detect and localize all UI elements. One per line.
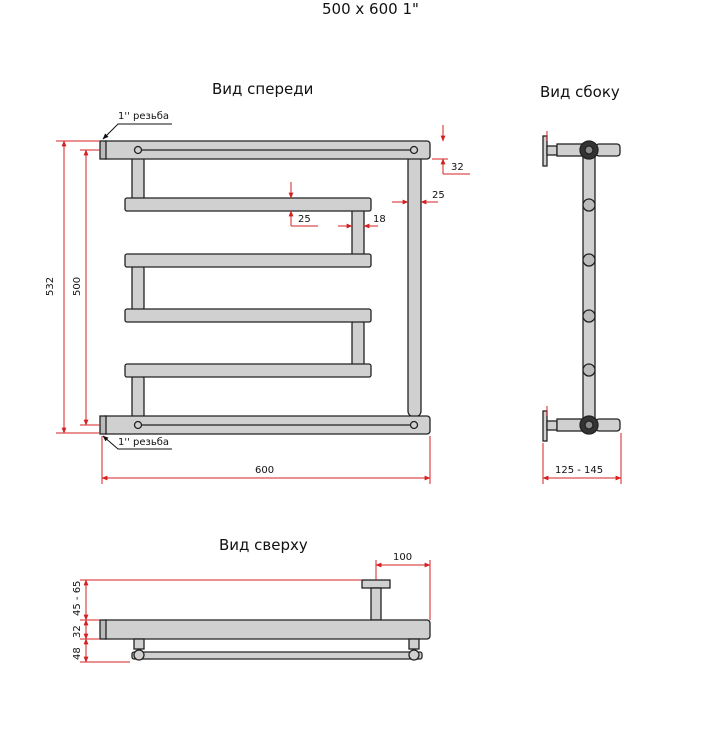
thread-label-bottom: 1'' резьба xyxy=(118,437,170,448)
dim-48-label: 48 xyxy=(72,647,83,660)
dim-25-inner-label: 25 xyxy=(298,214,311,225)
top-view-title: Вид сверху xyxy=(219,536,308,554)
dim-32-label: 32 xyxy=(451,162,464,173)
height-inner-label: 500 xyxy=(72,276,83,296)
side-dimensions xyxy=(542,131,622,484)
drawing-title: 500 x 600 1" xyxy=(322,0,419,18)
side-view-title: Вид сбоку xyxy=(540,83,620,101)
height-total-label: 532 xyxy=(45,276,56,296)
thread-leaders xyxy=(102,123,172,450)
front-dimensions xyxy=(56,125,470,484)
dim-18-label: 18 xyxy=(373,214,386,225)
thread-label-top: 1'' резьба xyxy=(118,111,170,122)
width-label: 600 xyxy=(255,465,275,476)
top-view xyxy=(99,579,431,661)
front-view-title: Вид спереди xyxy=(212,80,314,98)
dim-45-65-label: 45 - 65 xyxy=(72,580,83,616)
dim-32-top-label: 32 xyxy=(72,625,83,638)
dim-25-right-label: 25 xyxy=(432,190,445,201)
dim-100-label: 100 xyxy=(393,552,413,563)
side-view xyxy=(542,135,621,442)
front-view xyxy=(99,140,431,435)
top-dimensions xyxy=(80,560,431,663)
side-depth-label: 125 - 145 xyxy=(555,465,604,476)
